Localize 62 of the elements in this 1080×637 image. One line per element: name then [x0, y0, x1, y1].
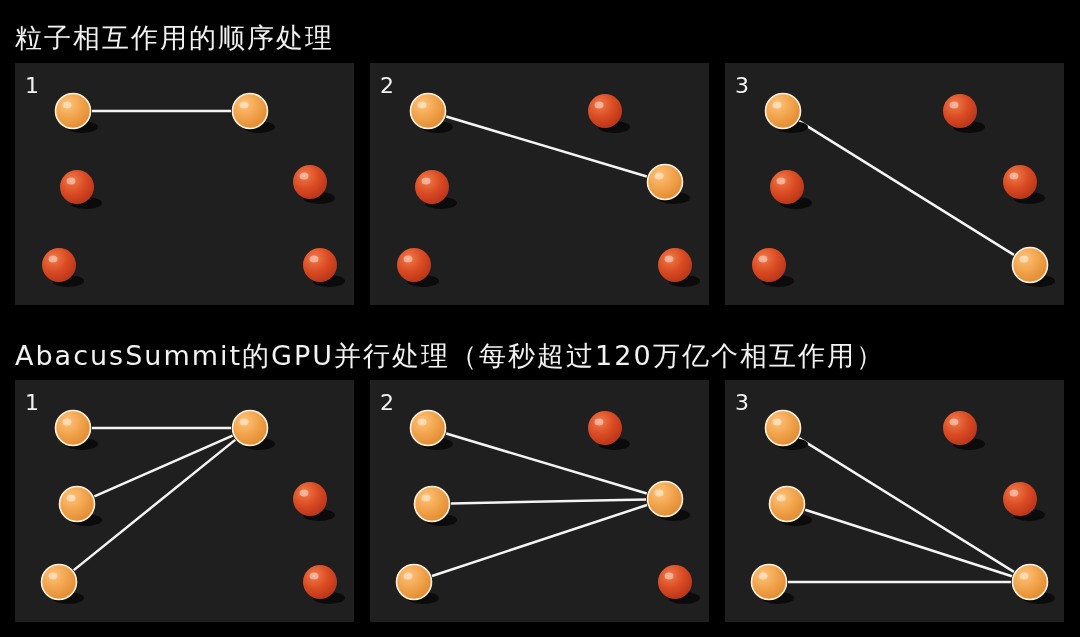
connector-line	[798, 437, 1015, 573]
particle-ball	[1001, 163, 1047, 207]
particle-ball	[58, 168, 104, 212]
particle-ball	[764, 92, 810, 136]
step-number: 3	[735, 73, 749, 99]
panel	[15, 63, 354, 305]
particle-ball	[1001, 480, 1047, 524]
particle-ball	[409, 92, 455, 136]
panel	[370, 380, 709, 622]
particle-ball	[750, 563, 796, 607]
particle-ball	[395, 563, 441, 607]
connector-line	[798, 120, 1015, 256]
particle-ball	[646, 163, 692, 207]
particle-ball	[54, 409, 100, 453]
particle-ball	[40, 246, 86, 290]
connector-line	[92, 426, 231, 430]
connector-line	[445, 115, 648, 178]
heading: AbacusSummit的GPU并行处理（每秒超过120万亿个相互作用）	[15, 340, 885, 372]
connector-line	[73, 438, 236, 572]
heading: 粒子相互作用的顺序处理	[15, 22, 334, 54]
particle-ball	[291, 163, 337, 207]
particle-ball	[231, 92, 277, 136]
particle-ball	[941, 92, 987, 136]
particle-ball	[395, 246, 441, 290]
connector-line	[804, 508, 1013, 578]
particle-ball	[646, 480, 692, 524]
particle-ball	[301, 246, 347, 290]
particle-ball	[301, 563, 347, 607]
particle-ball	[656, 563, 702, 607]
particle-ball	[750, 246, 796, 290]
particle-ball	[54, 92, 100, 136]
panel	[370, 63, 709, 305]
step-number: 2	[380, 73, 394, 99]
connector-line	[93, 434, 234, 498]
panel	[725, 63, 1064, 305]
step-number: 3	[735, 390, 749, 416]
particle-ball	[1011, 246, 1057, 290]
particle-ball	[764, 409, 810, 453]
particle-ball	[656, 246, 702, 290]
connector-line	[431, 503, 648, 578]
particle-ball	[586, 92, 632, 136]
connector-line	[92, 109, 231, 113]
particle-ball	[40, 563, 86, 607]
panel	[15, 380, 354, 622]
particle-ball	[586, 409, 632, 453]
connector-line	[445, 432, 648, 495]
step-number: 2	[380, 390, 394, 416]
particle-ball	[231, 409, 277, 453]
particle-ball	[409, 409, 455, 453]
particle-ball	[768, 485, 814, 529]
particle-ball	[413, 485, 459, 529]
particle-ball	[1011, 563, 1057, 607]
step-number: 1	[25, 73, 39, 99]
particle-ball	[941, 409, 987, 453]
connector-line	[450, 498, 647, 505]
particle-ball	[413, 168, 459, 212]
particle-ball	[768, 168, 814, 212]
connector-line	[788, 580, 1011, 584]
particle-ball	[58, 485, 104, 529]
panel	[725, 380, 1064, 622]
step-number: 1	[25, 390, 39, 416]
particle-ball	[291, 480, 337, 524]
